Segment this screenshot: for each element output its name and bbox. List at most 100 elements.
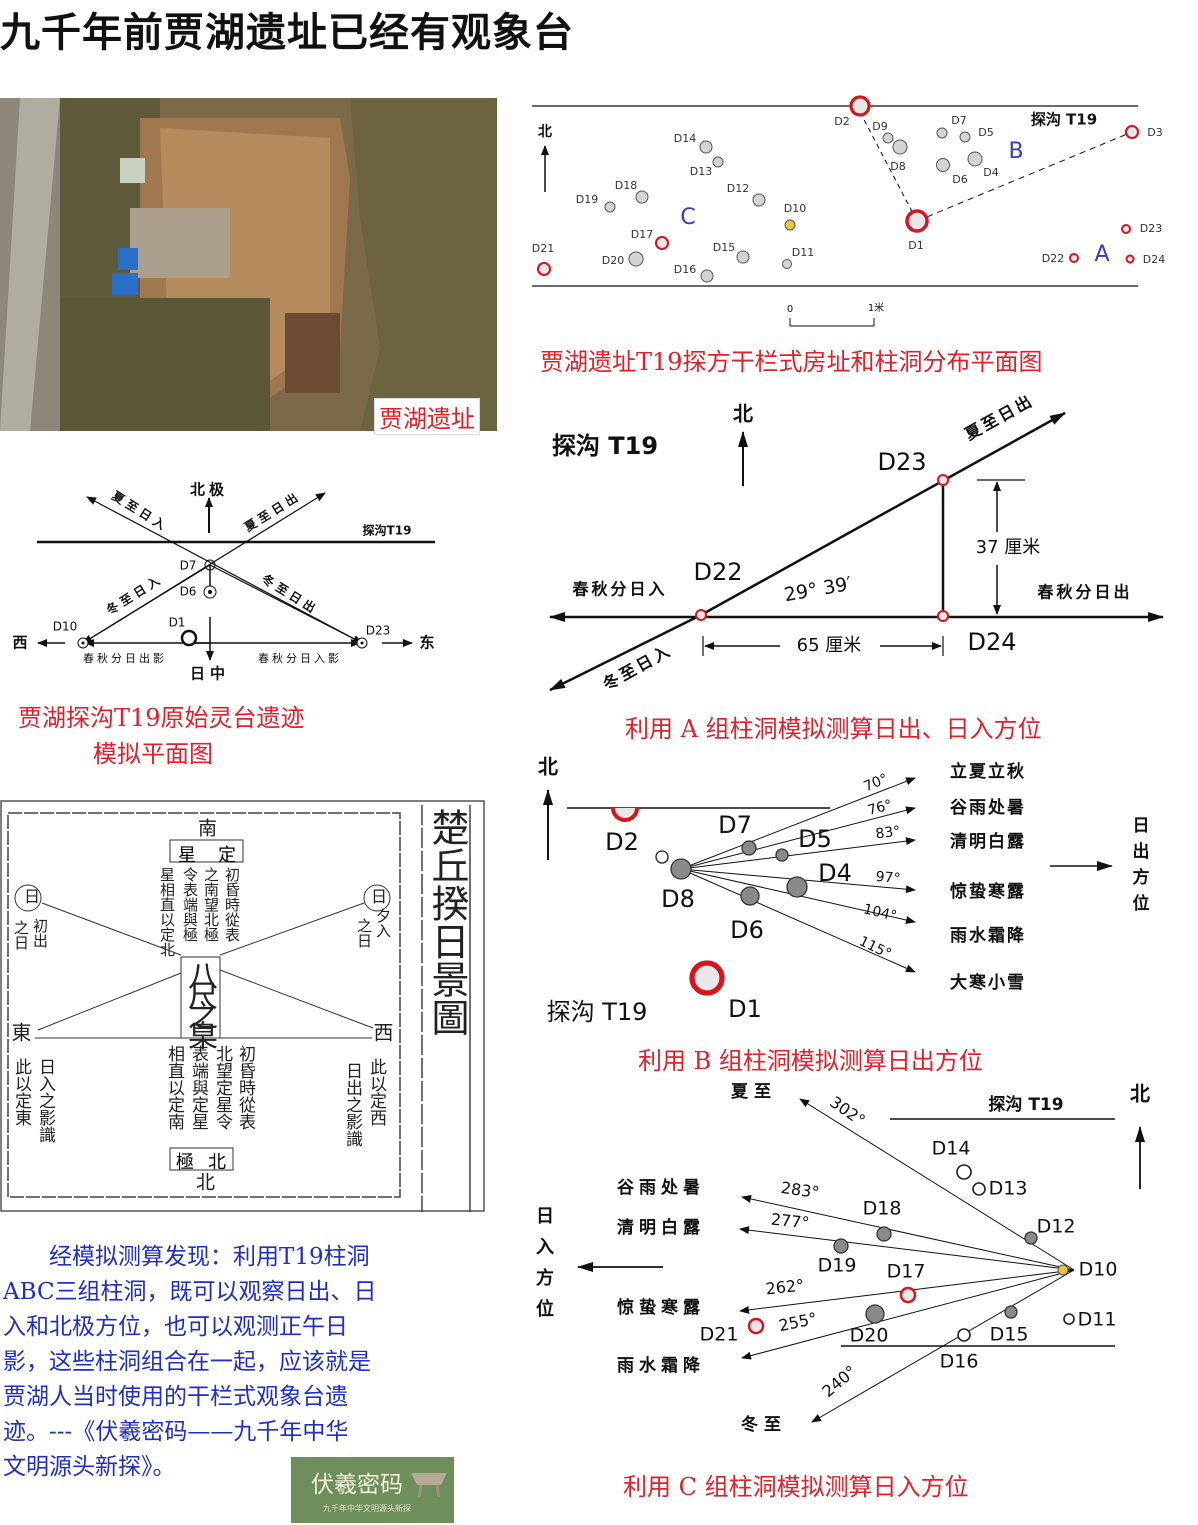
posthole-d17 — [899, 1286, 917, 1304]
scale-zero-label: 0 — [787, 304, 793, 315]
right-bottom-col-2: 日出之影識 — [342, 1062, 362, 1147]
posthole-label-d8: D8 — [890, 160, 905, 173]
left-diagram-caption-line1: 贾湖探沟T19原始灵台遗迹 — [18, 704, 305, 732]
posthole-label-d6: D6 — [730, 916, 764, 944]
posthole-label-d22: D22 — [1042, 252, 1064, 265]
ancient-text-column: 表端與定星 — [188, 1045, 208, 1130]
posthole-d2 — [849, 95, 871, 117]
d23-label: D23 — [366, 624, 391, 638]
posthole-label-d7: D7 — [718, 811, 752, 839]
posthole-label-d14: D14 — [674, 132, 696, 145]
posthole-d8 — [670, 858, 692, 880]
posthole-label-d23: D23 — [1140, 222, 1162, 235]
posthole-label-d15: D15 — [713, 241, 735, 254]
left-bottom-col-2: 此以定東 — [11, 1058, 31, 1126]
left-diagram-caption-line2: 模拟平面图 — [93, 740, 213, 768]
posthole-d7 — [936, 127, 948, 139]
sunrise-ray-2 — [680, 837, 916, 870]
posthole-label-d5: D5 — [798, 825, 832, 853]
summer-sunrise-arrow — [700, 411, 1066, 617]
sunset-col-1: 夕入 — [374, 908, 392, 938]
posthole-d24 — [1125, 254, 1135, 264]
posthole-label-d9: D9 — [872, 120, 887, 133]
posthole-d17 — [654, 235, 670, 251]
d24-label: D24 — [967, 628, 1016, 656]
sunset-direction-char: 位 — [536, 1298, 554, 1320]
photo-caption: 贾湖遗址 — [374, 398, 480, 435]
posthole-label-d19: D19 — [818, 1255, 857, 1277]
sunrise-direction-char: 出 — [1133, 841, 1150, 862]
north-label: 北 — [538, 755, 558, 779]
plan-caption: 贾湖遗址T19探方干栏式房址和柱洞分布平面图 — [540, 348, 1043, 376]
trench-label: 探沟 T19 — [552, 432, 658, 460]
north-label: 北 — [1130, 1082, 1150, 1106]
winter-solstice-label: 冬至 — [741, 1414, 787, 1435]
posthole-label-d18: D18 — [863, 1198, 902, 1220]
posthole-label-d18: D18 — [615, 179, 637, 192]
solar-term-label: 立夏立秋 — [950, 761, 1026, 782]
posthole-d22 — [1069, 253, 1079, 263]
sunset-ray-2 — [739, 1226, 1075, 1271]
sunset-ray-1 — [741, 1195, 1075, 1271]
pottery-tripod-icon — [411, 1473, 447, 1498]
posthole-d4 — [967, 151, 983, 167]
sunset-direction-char: 日 — [536, 1206, 554, 1227]
angle-label: 29° 39′ — [782, 573, 853, 607]
ray-angle-label: 83° — [875, 823, 902, 842]
paragraph-line: 影，这些柱洞组合在一起，应该就是 — [3, 1349, 371, 1375]
equinox-sunset-shadow-label: 春秋分日入影 — [258, 651, 342, 665]
noon-label: 日中 — [190, 665, 230, 683]
paragraph-line: 入和北极方位，也可以观测正午日 — [3, 1314, 348, 1340]
ancient-diagram-lines — [0, 800, 485, 1212]
d10-dot — [81, 641, 85, 645]
posthole-d1 — [689, 960, 725, 996]
posthole-label-d8: D8 — [661, 885, 695, 913]
summer-sunset-line — [86, 496, 363, 644]
posthole-d21 — [536, 261, 552, 277]
diagram-a-caption: 利用 A 组柱洞模拟测算日出、日入方位 — [625, 715, 1042, 743]
ancient-star-box: 定星 — [178, 845, 258, 866]
posthole-label-d6: D6 — [952, 173, 967, 186]
d6-dot — [208, 590, 212, 594]
posthole-d9 — [882, 132, 894, 144]
paragraph-line: ABC三组柱洞，既可以观察日出、日 — [3, 1279, 377, 1305]
book-logo: 伏羲密码 九千年中华文明源头新探 — [291, 1457, 454, 1523]
ancient-text-column: 北望定星令 — [212, 1045, 232, 1130]
logo-title: 伏羲密码 — [311, 1472, 403, 1498]
height-label: 37 厘米 — [976, 537, 1041, 558]
posthole-d12 — [1024, 1231, 1038, 1245]
ancient-east: 東 — [8, 1022, 32, 1042]
d22-label: D22 — [693, 558, 742, 586]
posthole-d5 — [959, 131, 971, 143]
paragraph-line: 经模拟测算发现：利用T19柱洞 — [3, 1244, 370, 1270]
posthole-d1 — [905, 209, 929, 233]
posthole-label-d12: D12 — [727, 182, 749, 195]
ray-angle-label: 76° — [866, 797, 894, 819]
posthole-d14 — [956, 1164, 972, 1180]
posthole-label-d2: D2 — [605, 828, 639, 856]
sunrise-direction-char: 方 — [1133, 867, 1150, 888]
north-label: 北 — [538, 124, 552, 140]
sunrise-ray-5 — [680, 868, 916, 973]
posthole-d10 — [1057, 1264, 1069, 1276]
east-label: 东 — [419, 634, 434, 652]
solar-term-label: 清明白露 — [950, 831, 1026, 852]
trench-label: 探沟T19 — [363, 523, 412, 538]
d6-label: D6 — [180, 585, 197, 599]
posthole-label-d5: D5 — [978, 126, 993, 139]
summer-sunrise-label: 夏至日出 — [241, 488, 303, 535]
ancient-text-column: 之南望北極 — [202, 867, 220, 942]
paragraph-line: 迹。---《伏羲密码——九千年中华 — [3, 1419, 349, 1445]
posthole-label-d19: D19 — [576, 193, 598, 206]
equinox-sunrise-label: 春秋分日出 — [1036, 583, 1132, 602]
group-label-c: C — [680, 205, 695, 230]
d10-label: D10 — [53, 620, 78, 634]
posthole-d8 — [892, 139, 908, 155]
ray-angle-label: 115° — [856, 933, 893, 962]
right-bottom-col-1: 此以定西 — [366, 1058, 386, 1126]
posthole-label-d13: D13 — [989, 1178, 1028, 1200]
dashed-line-d2-d1 — [859, 111, 918, 222]
posthole-label-d10: D10 — [784, 202, 806, 215]
posthole-d21 — [747, 1317, 765, 1335]
sunrise-direction-char: 位 — [1133, 893, 1150, 914]
